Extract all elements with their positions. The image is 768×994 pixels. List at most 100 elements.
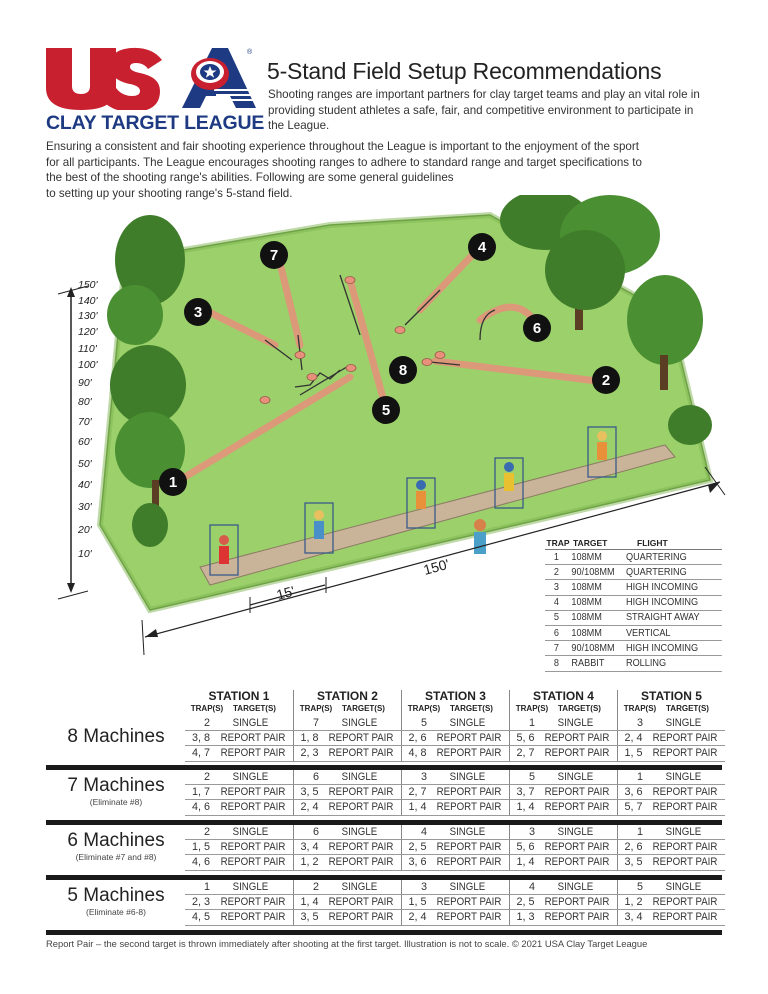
trap-numbers: 3, 5: [300, 911, 319, 924]
trap-numbers: 2, 5: [408, 841, 427, 854]
target-type: SINGLE: [557, 881, 594, 894]
target-type: REPORT PAIR: [436, 896, 502, 909]
target-type: REPORT PAIR: [652, 732, 718, 745]
svg-text:8: 8: [399, 362, 407, 379]
trap-numbers: 5, 7: [624, 801, 643, 814]
svg-text:150': 150': [78, 279, 99, 291]
trap-badge-4: 4: [468, 233, 496, 261]
target-type: REPORT PAIR: [544, 732, 610, 745]
target-type: SINGLE: [449, 826, 486, 839]
target-type: REPORT PAIR: [328, 841, 394, 854]
svg-text:120': 120': [78, 326, 99, 338]
sub-target: TARGET(S): [450, 704, 493, 713]
section-divider: [46, 930, 722, 935]
station-name: STATION 3: [425, 689, 486, 703]
clay-targets: [259, 276, 446, 404]
guidelines-line: for all participants. The League encoura…: [46, 155, 642, 169]
page-title: 5-Stand Field Setup Recommendations: [267, 58, 662, 84]
sub-target: TARGET(S): [233, 704, 276, 713]
trap-numbers: 1, 5: [624, 747, 643, 760]
trap-numbers: 2: [312, 881, 319, 894]
trap-numbers: 2, 3: [191, 896, 210, 909]
trap-numbers: 2, 4: [624, 732, 643, 745]
target-type: REPORT PAIR: [220, 911, 286, 924]
target-size: 90/108MM: [571, 566, 615, 578]
machine-count-label: 5 Machines(Eliminate #6-8): [46, 885, 186, 918]
trap-number: 1: [553, 551, 559, 563]
guidelines-paragraph: Ensuring a consistent and fair shooting …: [46, 139, 716, 201]
target-type: REPORT PAIR: [544, 856, 610, 869]
target-type: REPORT PAIR: [652, 896, 718, 909]
target-type: SINGLE: [557, 826, 594, 839]
target-type: REPORT PAIR: [436, 856, 502, 869]
target-type: SINGLE: [449, 717, 486, 730]
trap-numbers: 3, 7: [516, 786, 535, 799]
section-divider: [46, 765, 722, 770]
trap-numbers: 6: [312, 826, 319, 839]
trap-numbers: 1: [528, 717, 535, 730]
target-type: REPORT PAIR: [436, 732, 502, 745]
flight-type: HIGH INCOMING: [625, 642, 699, 654]
trap-numbers: 3, 5: [300, 786, 319, 799]
svg-text:6: 6: [533, 320, 541, 337]
trap-numbers: 4, 6: [191, 856, 210, 869]
target-type: REPORT PAIR: [544, 896, 610, 909]
target-type: REPORT PAIR: [544, 747, 610, 760]
trap-numbers: 2, 5: [516, 896, 535, 909]
sub-trap: TRAP(S): [190, 704, 224, 713]
svg-text:5: 5: [382, 402, 390, 419]
station-4-cell: 5, 6 REPORT PAIR: [509, 731, 617, 746]
trap-number: 3: [553, 581, 559, 593]
trap-numbers: 2, 4: [300, 801, 319, 814]
svg-text:15': 15': [275, 583, 297, 603]
guidelines-line: Ensuring a consistent and fair shooting …: [46, 140, 639, 153]
target-type: SINGLE: [665, 771, 702, 784]
trap-numbers: 3, 5: [624, 856, 643, 869]
trap-numbers: 2, 6: [408, 732, 427, 745]
section-divider: [46, 875, 722, 880]
station-name: STATION 5: [641, 689, 702, 703]
sub-target: TARGET(S): [558, 704, 601, 713]
target-type: REPORT PAIR: [328, 856, 394, 869]
target-type: REPORT PAIR: [544, 841, 610, 854]
target-type: SINGLE: [341, 717, 378, 730]
guidelines-line: the best of the shooting range's abiliti…: [46, 171, 454, 184]
flight-type: ROLLING: [625, 657, 667, 669]
station-name: STATION 2: [317, 689, 378, 703]
trap-badge-7: 7: [260, 241, 288, 269]
target-type: SINGLE: [341, 771, 378, 784]
trap-numbers: 3: [420, 771, 427, 784]
svg-text:130': 130': [78, 310, 99, 322]
target-type: REPORT PAIR: [652, 841, 718, 854]
trap-numbers: 5, 6: [516, 732, 535, 745]
